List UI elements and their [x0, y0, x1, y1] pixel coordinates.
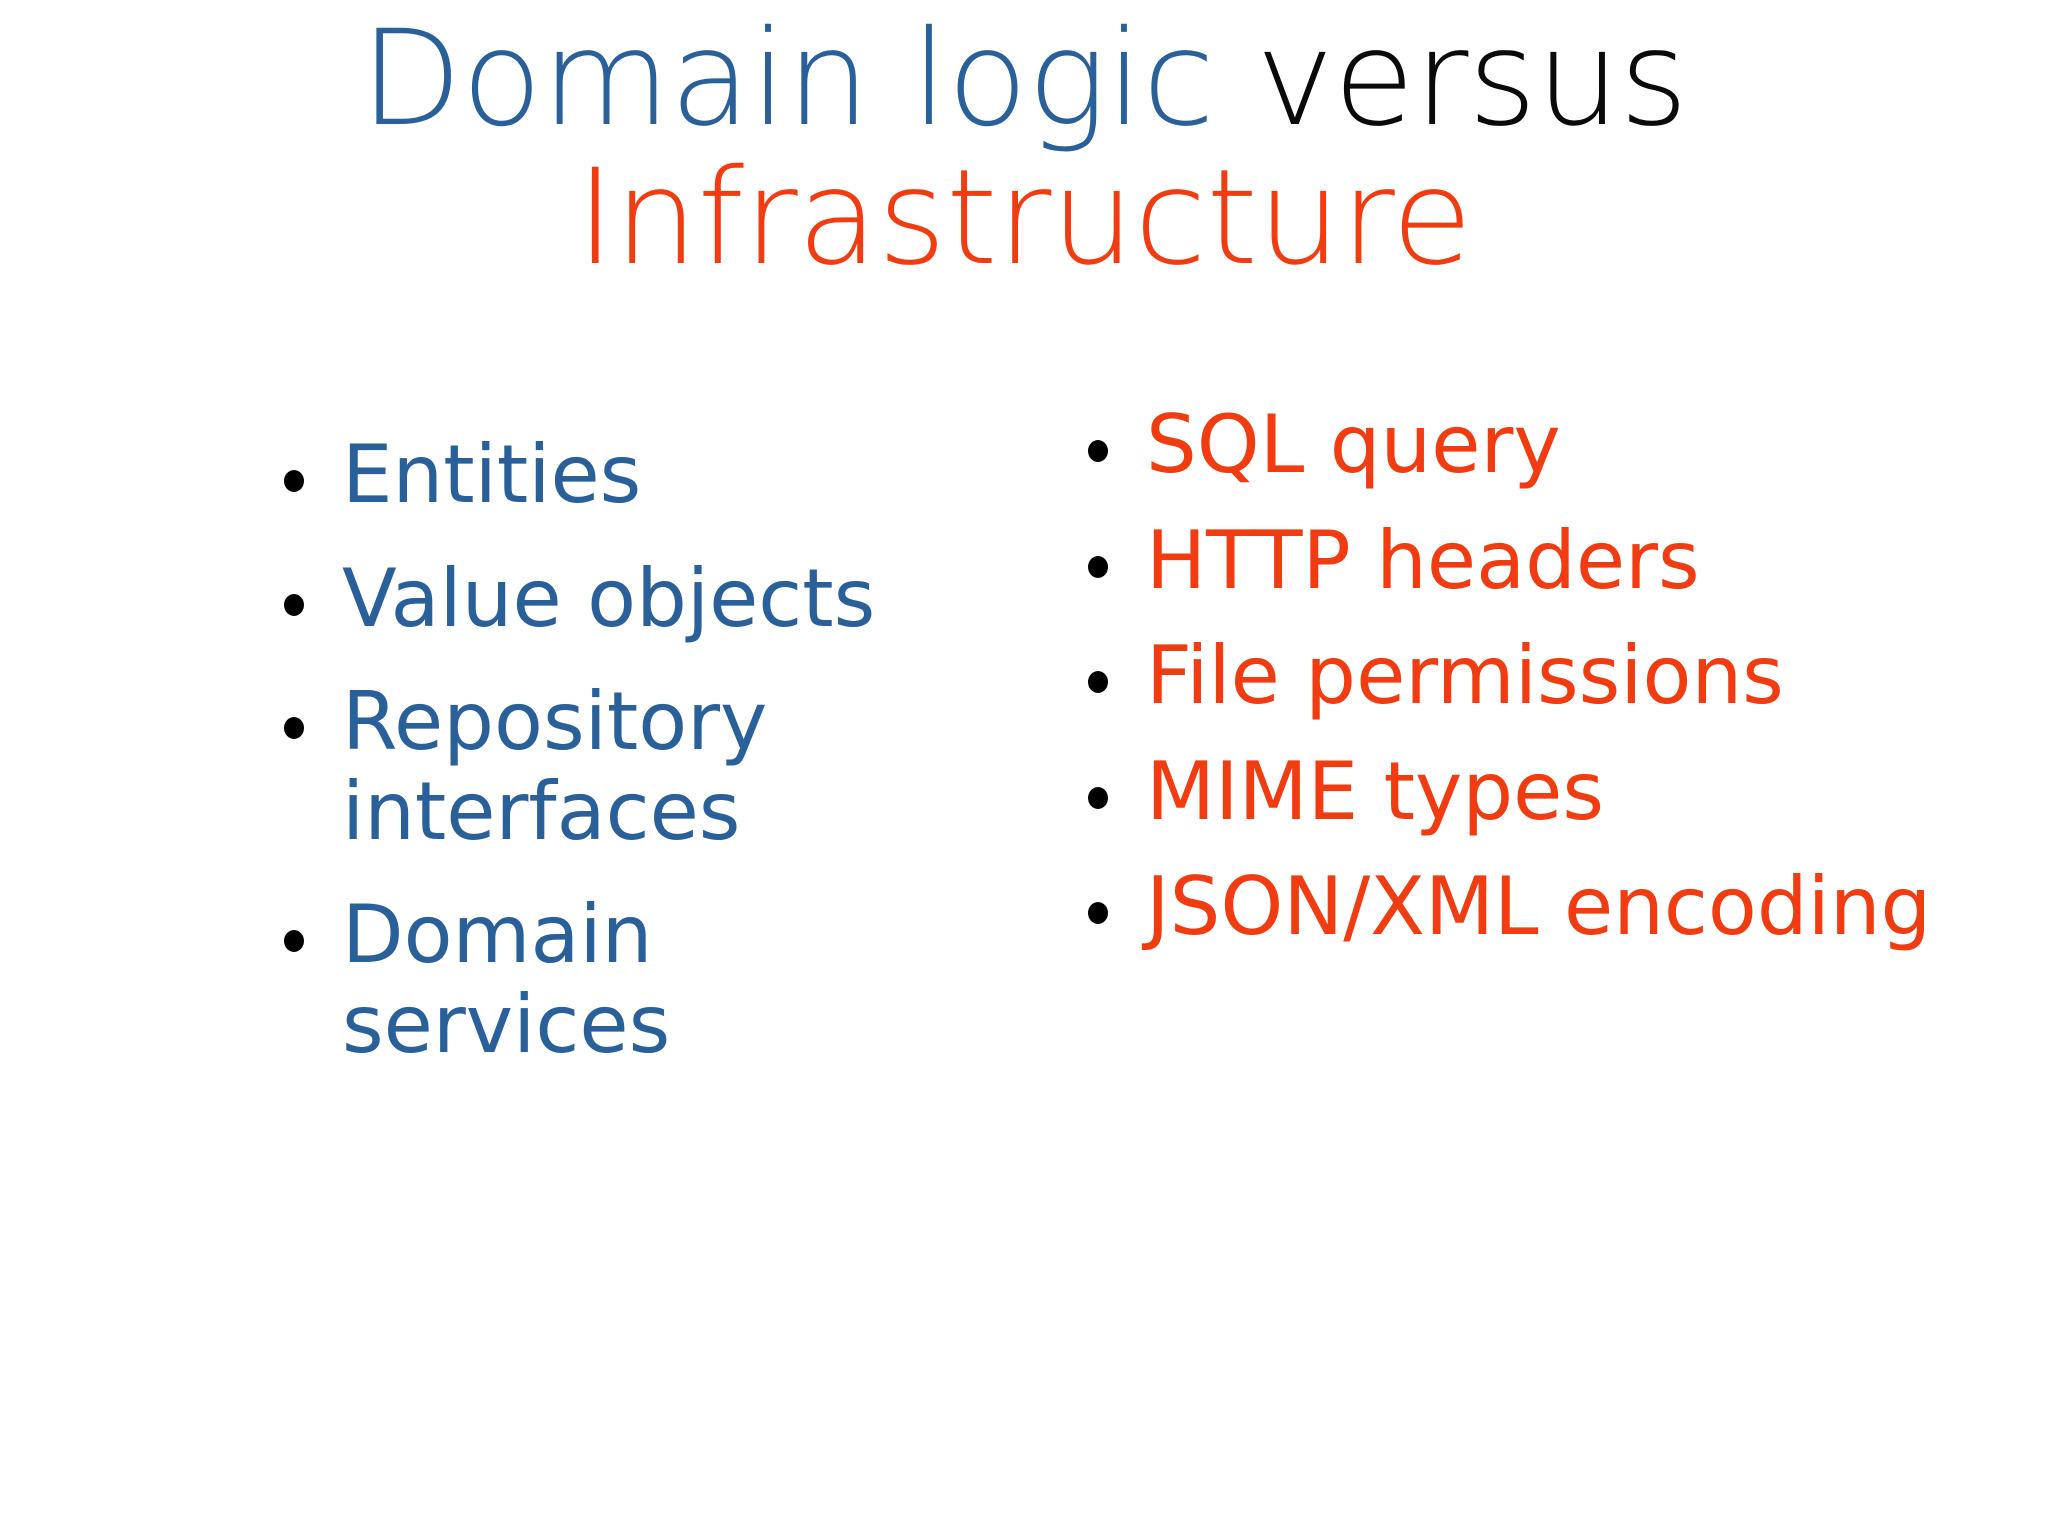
bullet-dot-icon — [284, 930, 304, 953]
list-item: File permissions — [1084, 631, 2028, 721]
bullet-dot-icon — [284, 717, 304, 740]
list-item-label: Domain services — [342, 888, 671, 1071]
bullet-dot-icon — [1088, 555, 1108, 578]
list-item: Value objects — [280, 551, 1004, 645]
list-item-label: HTTP headers — [1146, 513, 1700, 607]
list-item-label: Entities — [342, 428, 642, 521]
list-item-label: JSON/XML encoding — [1146, 860, 1932, 954]
list-item: SQL query — [1084, 400, 2028, 490]
infrastructure-bullet-list: SQL query HTTP headers File permissions … — [1084, 400, 2028, 952]
list-item-label: Value objects — [342, 551, 876, 645]
title-domain-logic: Domain logic — [360, 2, 1215, 156]
list-item: Entities — [280, 430, 1004, 520]
column-infrastructure: SQL query HTTP headers File permissions … — [1024, 400, 2048, 978]
list-item: HTTP headers — [1084, 513, 2028, 607]
bullet-dot-icon — [1088, 786, 1108, 809]
content-columns: Entities Value objects Repository interf… — [0, 400, 2048, 1390]
list-item: MIME types — [1084, 747, 2028, 837]
list-item-label: SQL query — [1146, 398, 1561, 491]
title-versus: versus — [1214, 2, 1688, 156]
bullet-dot-icon — [284, 470, 304, 492]
bullet-dot-icon — [1088, 902, 1108, 925]
list-item-label: Repository interfaces — [342, 675, 768, 858]
bullet-dot-icon — [1088, 671, 1108, 694]
bullet-dot-icon — [284, 593, 304, 616]
bullet-dot-icon — [1088, 440, 1108, 462]
list-item: Repository interfaces — [280, 677, 1004, 856]
slide-title: Domain logic versus Infrastructure — [0, 8, 2048, 289]
title-infrastructure: Infrastructure — [575, 140, 1473, 295]
column-domain-logic: Entities Value objects Repository interf… — [0, 430, 1024, 1070]
list-item: JSON/XML encoding — [1084, 862, 2028, 952]
list-item: Domain services — [280, 890, 1004, 1069]
list-item-label: File permissions — [1146, 629, 1784, 723]
domain-logic-bullet-list: Entities Value objects Repository interf… — [280, 430, 1004, 1070]
list-item-label: MIME types — [1146, 744, 1605, 838]
title-line-1: Domain logic versus — [0, 8, 2048, 151]
